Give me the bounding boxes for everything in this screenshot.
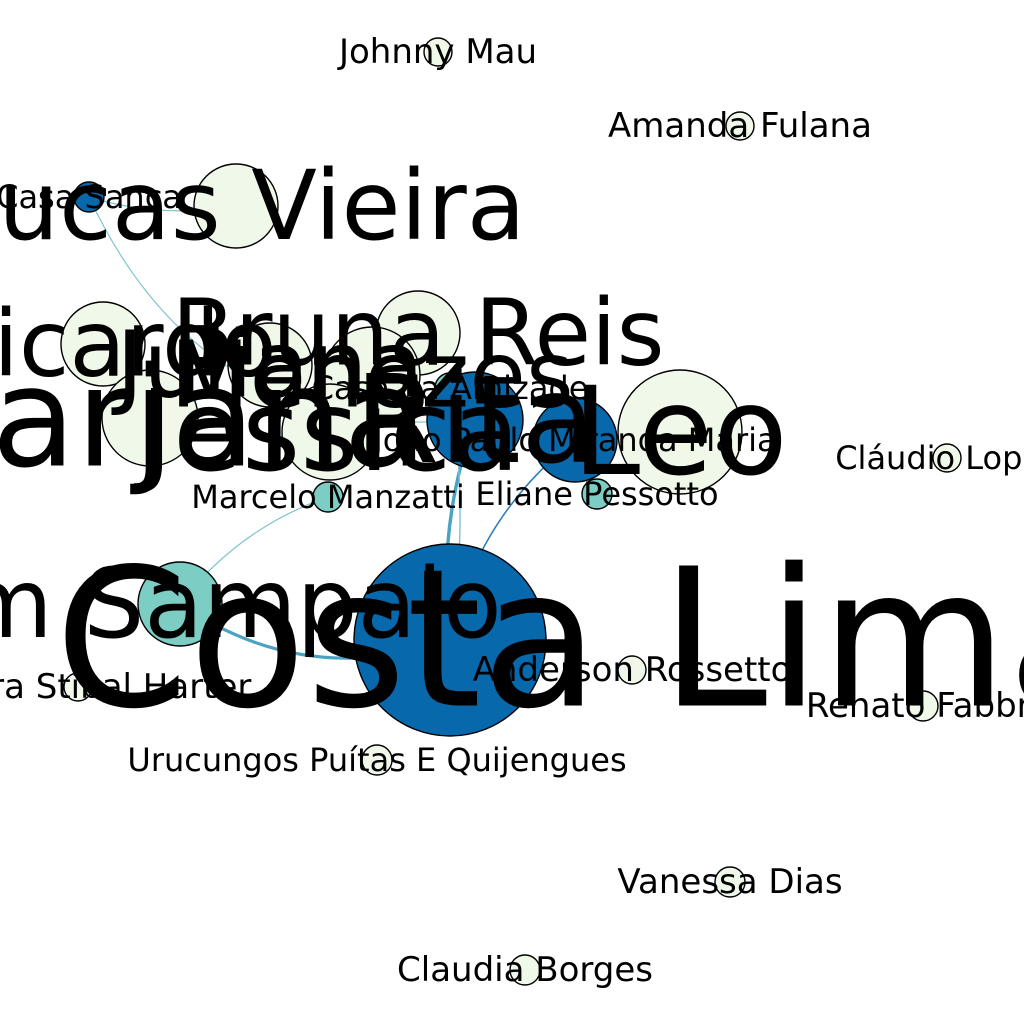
node-sampaio[interactable] xyxy=(137,561,223,647)
node-amanda[interactable] xyxy=(725,111,755,141)
node-label-lucas: Lucas Vieira xyxy=(0,150,526,262)
node-label-claudio: Cláudio Lopes xyxy=(835,439,1024,477)
node-lucas[interactable] xyxy=(193,163,279,249)
node-label-casadaamizade: Casa da Amizade xyxy=(312,369,589,407)
node-johnny[interactable] xyxy=(423,37,453,67)
node-marcelo[interactable] xyxy=(312,481,344,513)
node-stibal[interactable] xyxy=(63,672,93,702)
node-label-juliana: Juliana xyxy=(111,312,424,419)
node-joaopaulo[interactable] xyxy=(532,397,618,483)
node-label-eliane: Eliane Pessotto xyxy=(475,475,718,513)
node-label-vanessa: Vanessa Dias xyxy=(617,862,842,902)
node-layer xyxy=(60,37,962,986)
node-label-urucungos: Urucungos Puítas E Quijengues xyxy=(127,741,626,779)
node-marjana[interactable] xyxy=(101,369,199,467)
node-anderson[interactable] xyxy=(617,655,647,685)
node-label-menezes: Menezes xyxy=(170,322,574,429)
node-label-rita: Rita xyxy=(354,349,595,491)
node-label-jessica: Jessica xyxy=(134,367,520,497)
node-label-claudia: Claudia Borges xyxy=(397,950,653,990)
node-label-casasanca: Casa Sanca xyxy=(0,178,182,216)
node-jessica[interactable] xyxy=(281,383,379,481)
node-vanessa[interactable] xyxy=(714,866,746,898)
node-label-renato: Renato Fabbri xyxy=(806,686,1024,726)
node-claudia[interactable] xyxy=(509,954,541,986)
node-label-marcelo: Marcelo Manzatti xyxy=(191,478,464,516)
node-leo[interactable] xyxy=(617,369,743,495)
node-label-bruna: Bruna Reis xyxy=(171,280,664,387)
node-costa[interactable] xyxy=(353,543,547,737)
node-eliane[interactable] xyxy=(581,478,613,510)
node-label-amanda: Amanda Fulana xyxy=(608,106,872,146)
node-label-johnny: Johnny Mau xyxy=(337,32,537,72)
node-renato[interactable] xyxy=(907,690,939,722)
node-label-joaopaulo: João Paulo Miranda Maria xyxy=(371,421,776,459)
node-rita[interactable] xyxy=(426,371,524,469)
node-label-leo: Leo xyxy=(572,361,788,503)
node-claudio[interactable] xyxy=(932,443,962,473)
node-label-anderson: Anderson Rossetto xyxy=(473,650,792,690)
node-urucungos[interactable] xyxy=(361,744,393,776)
node-casasanca[interactable] xyxy=(73,181,105,213)
node-juliana[interactable] xyxy=(227,322,313,408)
node-label-sampaio: Tom Sampaio xyxy=(0,548,502,660)
node-label-stibal: Sandra Stibal Harter xyxy=(0,667,251,707)
node-ricardo[interactable] xyxy=(60,301,146,387)
node-label-ricardo: Ricardo xyxy=(0,291,277,398)
node-label-marjana: Marjana xyxy=(0,338,428,499)
